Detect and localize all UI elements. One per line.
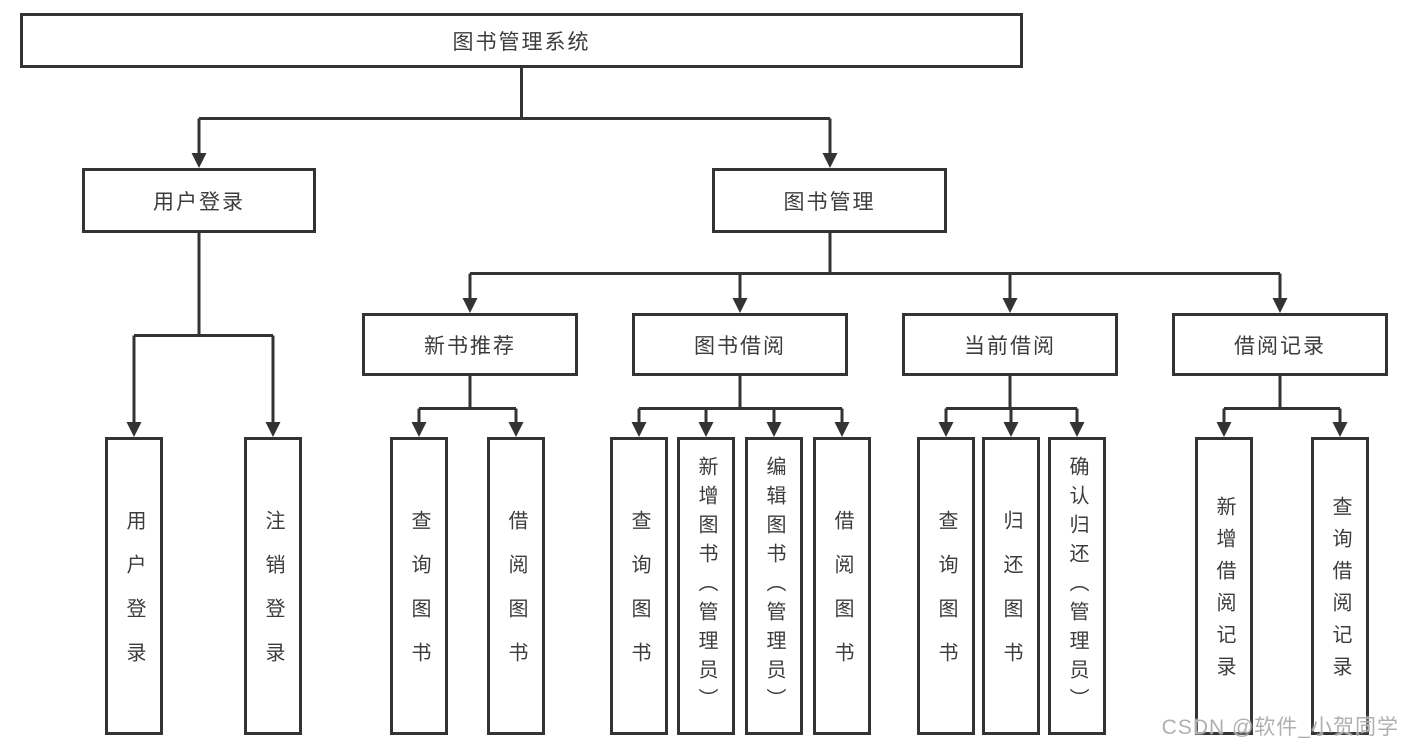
leaf-query-borrow-record: 查询借阅记录 — [1311, 437, 1369, 735]
leaf-borrow-books-2: 借阅图书 — [813, 437, 871, 735]
node-root: 图书管理系统 — [20, 13, 1023, 68]
connector-arrows — [126, 118, 1348, 437]
leaf-edit-books-admin: 编辑图书（管理员） — [745, 437, 803, 735]
leaf-return-books: 归还图书 — [982, 437, 1040, 735]
node-book-borrow: 图书借阅 — [632, 313, 848, 376]
leaf-borrow-books-1: 借阅图书 — [487, 437, 545, 735]
leaf-query-books-3: 查询图书 — [917, 437, 975, 735]
leaf-add-books-admin: 新增图书（管理员） — [677, 437, 735, 735]
node-current-borrow: 当前借阅 — [902, 313, 1118, 376]
leaf-add-borrow-record: 新增借阅记录 — [1195, 437, 1253, 735]
leaf-query-books-2: 查询图书 — [610, 437, 668, 735]
node-user-login: 用户登录 — [82, 168, 316, 233]
connector-bars — [134, 68, 1340, 410]
leaf-query-books-1: 查询图书 — [390, 437, 448, 735]
leaf-confirm-return-admin: 确认归还（管理员） — [1048, 437, 1106, 735]
watermark-text: CSDN @软件_小贺同学 — [1161, 716, 1399, 739]
node-new-book-recommend: 新书推荐 — [362, 313, 578, 376]
leaf-user-login: 用户登录 — [105, 437, 163, 735]
node-book-mgmt: 图书管理 — [712, 168, 947, 233]
leaf-logout: 注销登录 — [244, 437, 302, 735]
node-borrow-records: 借阅记录 — [1172, 313, 1388, 376]
